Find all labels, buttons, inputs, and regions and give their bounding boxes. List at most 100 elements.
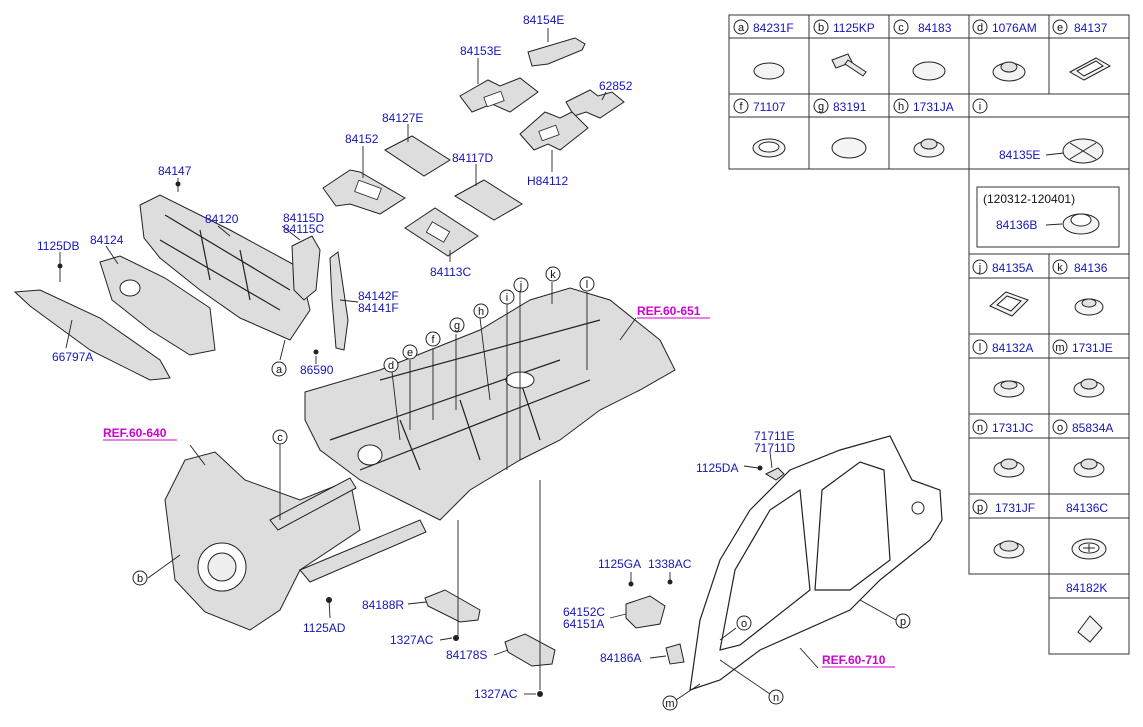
legend-letter-a: a	[738, 22, 745, 34]
grommet-icon	[1074, 298, 1104, 316]
callout-f-letter: f	[431, 334, 435, 346]
legend-letter-m: m	[1055, 342, 1064, 354]
legend-cell-o[interactable]: o 85834A	[1052, 419, 1113, 478]
label-84113c: 84113C	[430, 265, 471, 279]
callout-c-letter: c	[277, 432, 283, 444]
callout-i[interactable]: i	[499, 289, 515, 305]
legend-letter-j: j	[978, 262, 981, 274]
legend-part-84137: 84137	[1074, 21, 1108, 35]
legend-letter-l: l	[979, 342, 981, 354]
legend-cell-a[interactable]: a 84231F	[733, 19, 794, 80]
label-1338ac: 1338AC	[648, 557, 692, 571]
ref-60-640-link[interactable]: REF.60-640	[103, 426, 167, 440]
legend-cell-p[interactable]: p 1731JF	[972, 499, 1035, 559]
floor-pan-shape	[304, 287, 676, 521]
callout-d[interactable]: d	[383, 357, 399, 373]
legend-cell-l[interactable]: l 84132A	[972, 339, 1033, 398]
label-84147: 84147	[158, 164, 192, 178]
grommet-icon	[993, 540, 1025, 559]
part-84186a-shape	[665, 643, 685, 665]
legend-cell-h[interactable]: h 1731JA	[893, 98, 954, 158]
callout-l[interactable]: l	[579, 276, 595, 292]
callout-a[interactable]: a	[271, 361, 287, 377]
legend-cell-n[interactable]: n 1731JC	[972, 419, 1034, 478]
part-66797a-shape	[13, 289, 171, 381]
callout-m-letter: m	[665, 698, 674, 710]
legend-cell-b[interactable]: b 1125KP	[813, 19, 875, 77]
callout-b-letter: b	[137, 573, 143, 585]
legend-part-1731jc: 1731JC	[992, 421, 1034, 435]
legend-part-1731ja: 1731JA	[913, 100, 954, 114]
callout-n[interactable]: n	[768, 689, 784, 705]
grommet-icon	[1073, 458, 1105, 478]
part-62852-shape	[565, 89, 625, 119]
callout-p-letter: p	[900, 616, 906, 628]
legend-cell-k[interactable]: k 84136	[1052, 259, 1108, 316]
callout-g[interactable]: g	[449, 317, 465, 333]
legend-part-1731je: 1731JE	[1072, 341, 1113, 355]
callout-m[interactable]: m	[662, 695, 678, 711]
legend-cell-e[interactable]: e 84137	[1052, 19, 1112, 81]
legend-cell-m[interactable]: m 1731JE	[1052, 339, 1113, 398]
callout-o[interactable]: o	[736, 615, 752, 631]
legend-cell-g[interactable]: g 83191	[813, 98, 867, 159]
legend-cell-i[interactable]: i 84135E (120312-120401) 84136B	[972, 98, 1120, 248]
legend-part-84183: 84183	[918, 21, 952, 35]
callout-d-letter: d	[388, 360, 394, 372]
legend-part-84136b: 84136B	[996, 218, 1037, 232]
part-84154e-shape	[527, 37, 586, 67]
callout-p[interactable]: p	[895, 613, 911, 629]
label-84141f: 84141F	[358, 301, 399, 315]
round-plug-icon	[912, 61, 946, 81]
label-84152: 84152	[345, 132, 379, 146]
ribbed-plug-icon	[1071, 538, 1107, 560]
label-84154e: 84154E	[523, 13, 564, 27]
legend-letter-i: i	[979, 101, 981, 113]
oval-plug-icon	[753, 62, 785, 80]
callout-h[interactable]: h	[473, 303, 489, 319]
legend-part-71107: 71107	[753, 100, 786, 114]
label-84142f: 84142F	[358, 289, 399, 303]
callout-e-letter: e	[407, 347, 413, 359]
callout-j[interactable]: j	[513, 277, 529, 293]
legend-part-85834a: 85834A	[1072, 421, 1113, 435]
ref-60-710-link[interactable]: REF.60-710	[822, 653, 886, 667]
callout-j-letter: j	[519, 280, 522, 292]
legend-cell-84182k[interactable]: 84182K	[1066, 581, 1107, 643]
part-84127e-shape	[384, 135, 451, 177]
part-84141f-shape	[329, 251, 349, 351]
ref-60-651-link[interactable]: REF.60-651	[637, 304, 701, 318]
legend-part-1125kp: 1125KP	[833, 21, 875, 35]
label-84115c: 84115C	[283, 222, 324, 236]
callout-n-letter: n	[773, 692, 779, 704]
rect-grommet-icon	[989, 291, 1029, 317]
callout-k[interactable]: k	[545, 266, 561, 282]
legend-cell-84136c[interactable]: 84136C	[1066, 501, 1108, 560]
callout-e[interactable]: e	[402, 344, 418, 360]
label-1125db: 1125DB	[37, 239, 79, 253]
callout-a-letter: a	[276, 364, 283, 376]
label-71711d: 71711D	[754, 441, 795, 455]
callout-c[interactable]: c	[272, 429, 288, 445]
side-body-shape	[689, 435, 943, 691]
label-84117d: 84117D	[452, 151, 493, 165]
legend-letter-p: p	[977, 502, 983, 514]
callout-l-letter: l	[586, 279, 588, 291]
callout-g-letter: g	[454, 320, 460, 332]
legend-table	[728, 14, 1130, 655]
grommet-icon	[913, 138, 945, 158]
legend-letter-f: f	[739, 101, 743, 113]
legend-cell-c[interactable]: c 84183	[893, 19, 952, 81]
legend-cell-d[interactable]: d 1076AM	[972, 19, 1037, 82]
callout-b[interactable]: b	[132, 570, 148, 586]
legend-cell-f[interactable]: f 71107	[733, 98, 786, 158]
label-84188r: 84188R	[362, 598, 404, 612]
legend-part-84231f: 84231F	[753, 21, 794, 35]
legend-letter-b: b	[818, 22, 824, 34]
leader-lines	[59, 28, 897, 701]
label-1125ga: 1125GA	[598, 557, 641, 571]
bolt-icon	[831, 53, 867, 77]
legend-cell-j[interactable]: j 84135A	[972, 259, 1033, 317]
callout-f[interactable]: f	[425, 331, 441, 347]
grommet-icon	[1073, 378, 1105, 398]
